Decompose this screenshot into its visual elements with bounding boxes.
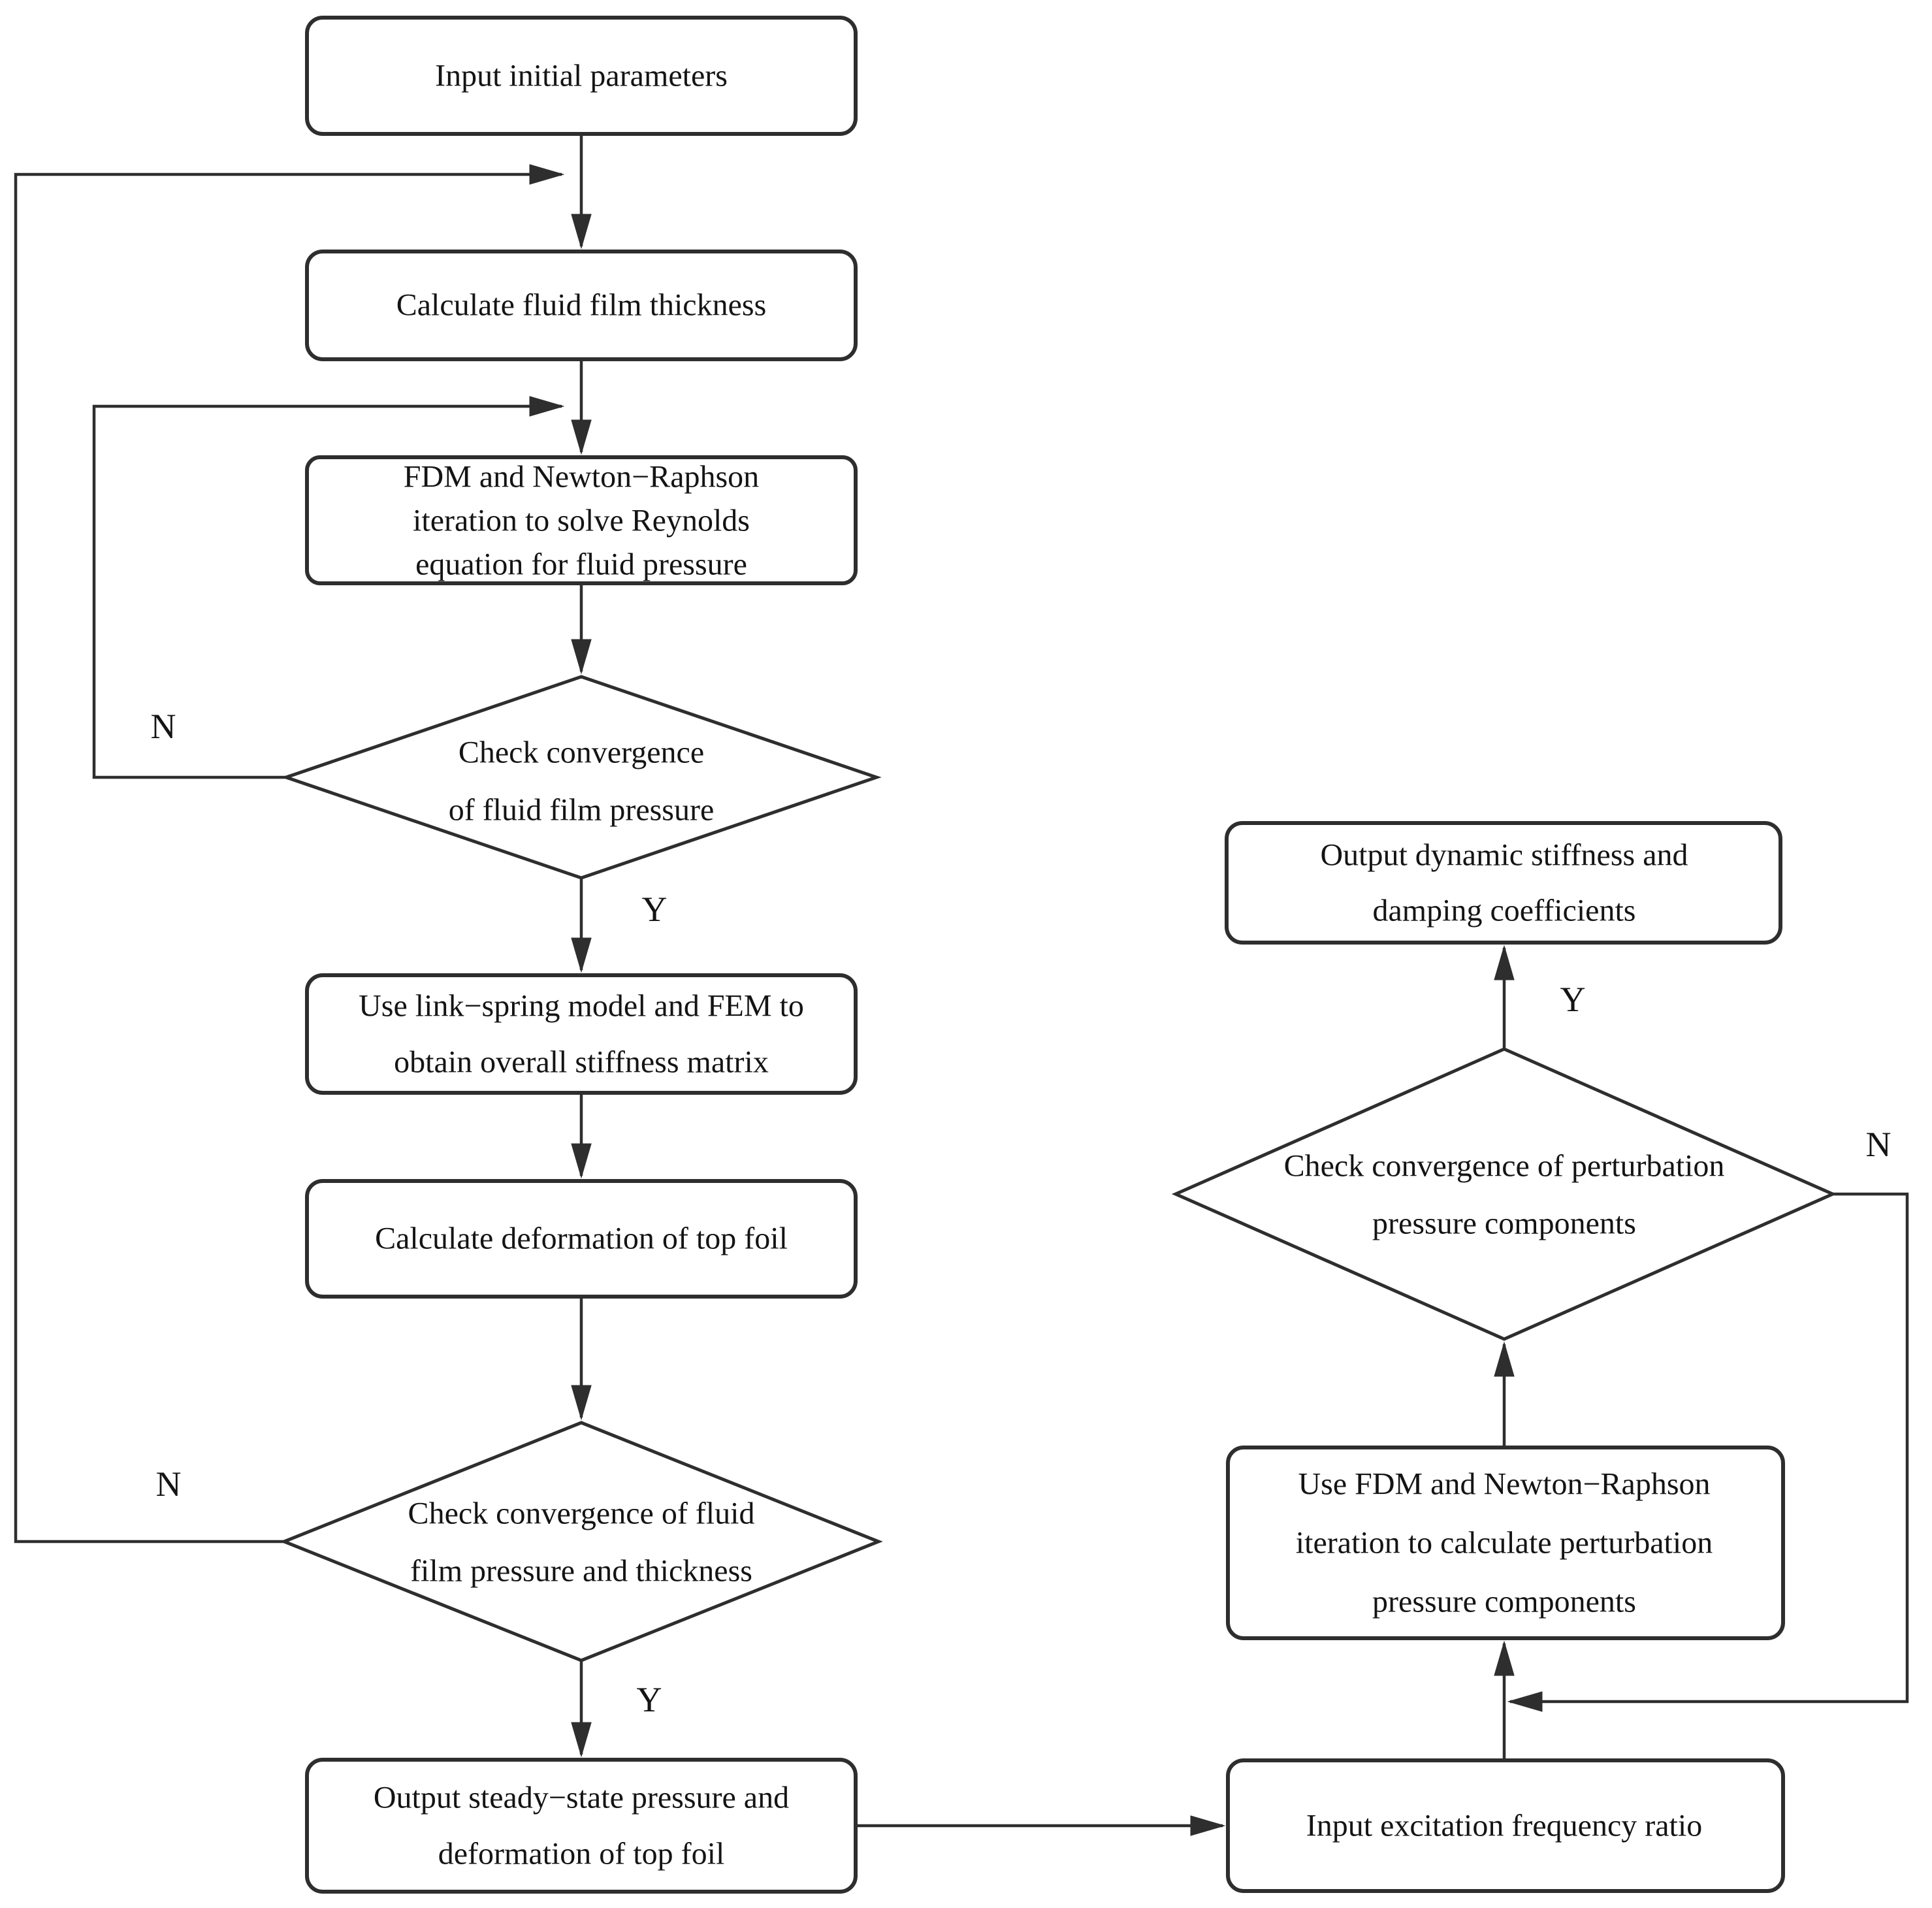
edge-loop-check1-no bbox=[92, 396, 565, 779]
process-box bbox=[1226, 1446, 1785, 1640]
node-input-initial-parameters: Input initial parameters bbox=[305, 16, 858, 136]
node-label-line: equation for fluid pressure bbox=[415, 547, 747, 582]
process-box bbox=[305, 1179, 858, 1299]
edge-loop-check3-no bbox=[1507, 1192, 1909, 1712]
node-label-line: of fluid film pressure bbox=[449, 793, 715, 828]
process-box bbox=[305, 973, 858, 1095]
node-label-line: pressure components bbox=[1372, 1585, 1636, 1619]
edges-layer bbox=[14, 134, 1909, 1836]
node-label-line: film pressure and thickness bbox=[410, 1554, 752, 1589]
node-solve-reynolds-equation: FDM and Newton−Raphson iteration to solv… bbox=[305, 455, 858, 585]
decision-shape bbox=[281, 675, 882, 880]
node-label-line: pressure components bbox=[1372, 1206, 1636, 1241]
node-label: Input excitation frequency ratio bbox=[1306, 1809, 1702, 1843]
node-label-line: Use FDM and Newton−Raphson bbox=[1298, 1467, 1710, 1502]
node-label: Calculate deformation of top foil bbox=[375, 1221, 788, 1256]
node-label-line: iteration to solve Reynolds bbox=[413, 504, 750, 538]
node-label-line: Check convergence of fluid bbox=[408, 1496, 755, 1531]
node-label-line: Use link−spring model and FEM to bbox=[359, 989, 804, 1024]
label-check2-yes: Y bbox=[637, 1680, 662, 1719]
label-check3-yes: Y bbox=[1560, 980, 1586, 1019]
label-check3-no: N bbox=[1866, 1125, 1892, 1164]
node-label-line: Check convergence of perturbation bbox=[1284, 1149, 1725, 1184]
edge-loop-check2-no bbox=[14, 164, 565, 1544]
node-calculate-fluid-film-thickness: Calculate fluid film thickness bbox=[305, 250, 858, 361]
label-check2-no: N bbox=[156, 1464, 182, 1504]
node-calculate-perturbation-pressure: Use FDM and Newton−Raphson iteration to … bbox=[1226, 1446, 1785, 1640]
node-label-line: Output steady−state pressure and bbox=[374, 1781, 789, 1815]
process-box bbox=[305, 455, 858, 585]
node-label-line: Check convergence bbox=[459, 736, 704, 770]
node-check-convergence-pressure-thickness: Check convergence of fluid film pressure… bbox=[280, 1421, 883, 1662]
node-check-convergence-fluid-film-pressure: Check convergence of fluid film pressure bbox=[281, 675, 882, 880]
decision-shape bbox=[280, 1421, 883, 1662]
process-box bbox=[1225, 821, 1782, 945]
node-label-line: FDM and Newton−Raphson bbox=[404, 460, 759, 494]
node-label-line: damping coefficients bbox=[1373, 894, 1636, 928]
node-label: Input initial parameters bbox=[435, 59, 728, 93]
node-input-excitation-frequency-ratio: Input excitation frequency ratio bbox=[1226, 1758, 1785, 1893]
decision-shape bbox=[1171, 1047, 1837, 1341]
node-overall-stiffness-matrix: Use link−spring model and FEM to obtain … bbox=[305, 973, 858, 1095]
edge-labels-layer: N Y N Y N Y bbox=[151, 707, 1892, 1719]
node-label-line: Output dynamic stiffness and bbox=[1320, 838, 1688, 873]
node-calculate-deformation-top-foil: Calculate deformation of top foil bbox=[305, 1179, 858, 1299]
label-check1-no: N bbox=[151, 707, 176, 746]
node-output-steady-state: Output steady−state pressure and deforma… bbox=[305, 1758, 858, 1894]
node-label-line: obtain overall stiffness matrix bbox=[394, 1045, 769, 1080]
process-box bbox=[1226, 1758, 1785, 1893]
process-box bbox=[305, 16, 858, 136]
node-label: Calculate fluid film thickness bbox=[396, 288, 767, 323]
process-box bbox=[305, 250, 858, 361]
process-box bbox=[305, 1758, 858, 1894]
node-label-line: deformation of top foil bbox=[438, 1837, 725, 1871]
node-label-line: iteration to calculate perturbation bbox=[1296, 1526, 1713, 1560]
node-output-dynamic-coefficients: Output dynamic stiffness and damping coe… bbox=[1225, 821, 1782, 945]
node-check-convergence-perturbation: Check convergence of perturbation pressu… bbox=[1171, 1047, 1837, 1341]
label-check1-yes: Y bbox=[642, 890, 668, 929]
